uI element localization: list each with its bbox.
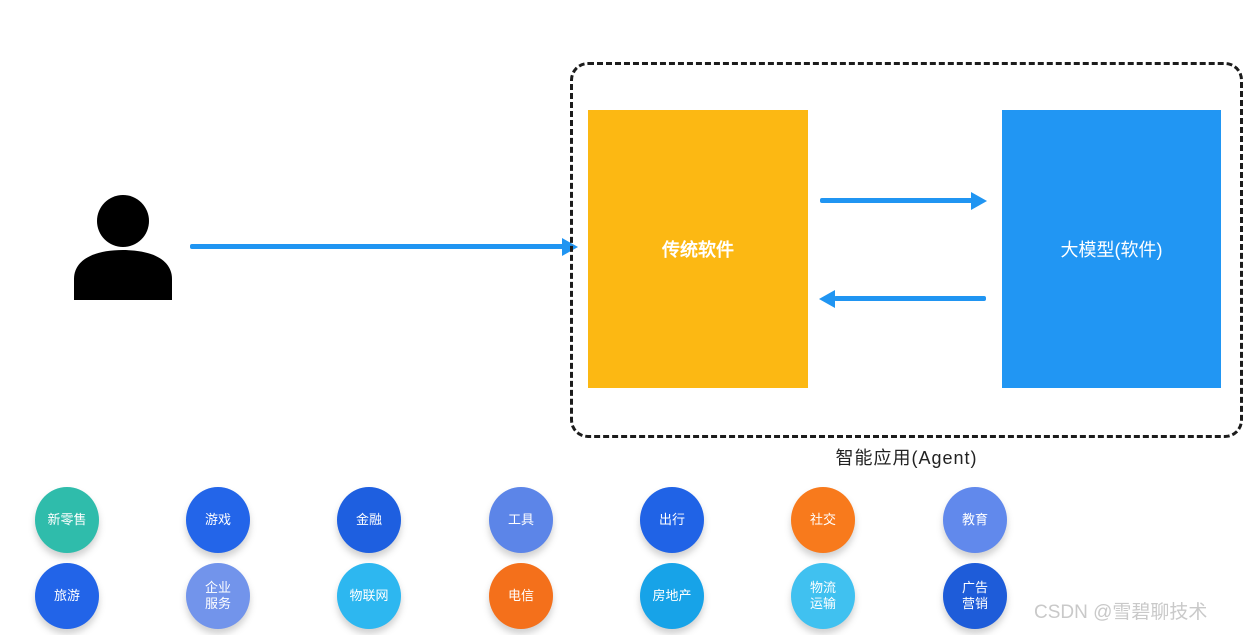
industry-bubble-ad-marketing: 广告 营销 [943, 563, 1007, 629]
traditional-to-llm-arrow-head-icon [971, 192, 987, 210]
industry-bubble-mobility: 出行 [640, 487, 704, 553]
user-to-agent-arrow-line [190, 244, 568, 249]
agent-dashed-container [570, 62, 1243, 438]
watermark-text: CSDN @雪碧聊技术 [1034, 602, 1208, 623]
llm-to-traditional-arrow-line [834, 296, 986, 301]
industry-bubble-enterprise-services: 企业 服务 [186, 563, 250, 629]
llm-box: 大模型(软件) [1002, 110, 1221, 388]
llm-to-traditional-arrow-head-icon [819, 290, 835, 308]
industry-bubble-games: 游戏 [186, 487, 250, 553]
industry-bubble-logistics: 物流 运输 [791, 563, 855, 629]
agent-container-label: 智能应用(Agent) [835, 448, 978, 468]
industry-bubble-tools: 工具 [489, 487, 553, 553]
industry-bubble-iot: 物联网 [337, 563, 401, 629]
person-icon [70, 193, 176, 301]
industry-bubble-finance: 金融 [337, 487, 401, 553]
industry-bubble-real-estate: 房地产 [640, 563, 704, 629]
industry-bubble-new-retail: 新零售 [35, 487, 99, 553]
traditional-software-box: 传统软件 [588, 110, 808, 388]
industry-bubble-travel: 旅游 [35, 563, 99, 629]
industry-bubble-education: 教育 [943, 487, 1007, 553]
traditional-to-llm-arrow-line [820, 198, 974, 203]
industry-bubble-social: 社交 [791, 487, 855, 553]
industry-bubble-telecom: 电信 [489, 563, 553, 629]
